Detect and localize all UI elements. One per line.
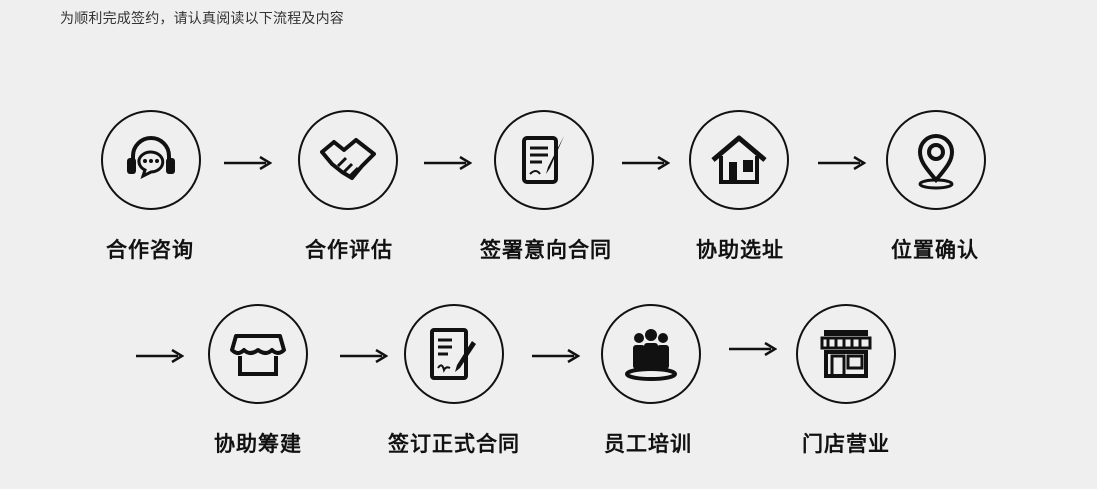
- step-circle-store-open: [796, 304, 896, 404]
- arrow-right-icon: [818, 156, 866, 170]
- arrow-right-icon: [622, 156, 670, 170]
- step-label-formal-contract: 签订正式合同: [388, 432, 520, 456]
- house-icon: [711, 135, 767, 184]
- team-people-icon: [625, 329, 677, 381]
- arrow-right-icon: [224, 156, 272, 170]
- step-circle-site-selection: [689, 110, 789, 210]
- arrow-right-icon: [532, 349, 580, 363]
- shop-awning-icon: [230, 334, 286, 376]
- step-circle-location-confirm: [886, 110, 986, 210]
- contract-pen-icon: [430, 328, 476, 380]
- step-label-training: 员工培训: [604, 432, 692, 456]
- headset-chat-icon: [127, 136, 175, 179]
- step-circle-evaluate: [298, 110, 398, 210]
- intro-text: 为顺利完成签约，请认真阅读以下流程及内容: [60, 11, 344, 27]
- step-label-intent-contract: 签署意向合同: [480, 238, 612, 262]
- step-circle-setup: [208, 304, 308, 404]
- step-label-site-selection: 协助选址: [696, 238, 784, 262]
- arrow-right-icon: [136, 349, 184, 363]
- step-label-store-open: 门店营业: [802, 432, 890, 456]
- storefront-icon: [820, 330, 872, 378]
- sign-document-icon: [522, 136, 564, 184]
- step-label-evaluate: 合作评估: [305, 238, 393, 262]
- step-circle-training: [601, 304, 701, 404]
- step-circle-consult: [101, 110, 201, 210]
- step-circle-intent-contract: [494, 110, 594, 210]
- step-label-consult: 合作咨询: [106, 238, 194, 262]
- location-pin-icon: [917, 134, 955, 190]
- handshake-icon: [320, 138, 376, 180]
- step-label-location-confirm: 位置确认: [891, 238, 979, 262]
- arrow-right-icon: [340, 349, 388, 363]
- step-label-setup: 协助筹建: [214, 432, 302, 456]
- arrow-right-icon: [729, 342, 777, 356]
- arrow-right-icon: [424, 156, 472, 170]
- step-circle-formal-contract: [404, 304, 504, 404]
